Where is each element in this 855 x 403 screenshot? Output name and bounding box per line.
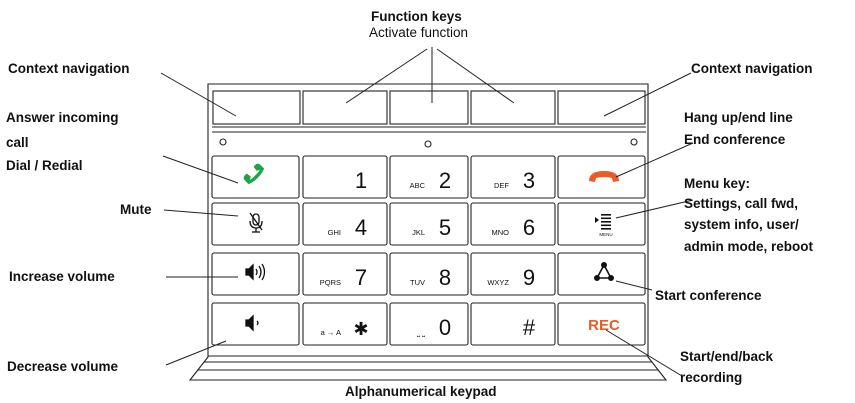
rec-label: REC [588, 317, 620, 334]
key-hash-digit: # [523, 315, 536, 340]
function-key-2[interactable] [389, 90, 469, 125]
key-k2-letters: ABC [410, 181, 426, 190]
volume-up-icon [245, 263, 266, 281]
key-k0-digit: 0 [439, 315, 451, 340]
hangup-phone-icon [589, 171, 619, 182]
key-k2[interactable] [389, 155, 469, 199]
menu-key-label-2: Settings, call fwd, [684, 196, 799, 211]
menu-key-label-3: system info, user/ [684, 217, 799, 232]
key-k1-digit: 1 [355, 168, 367, 193]
key-k1[interactable] [302, 155, 388, 199]
context-nav-left-key[interactable] [212, 90, 301, 125]
conference-icon [594, 262, 615, 282]
recording-label-1: Start/end/back [680, 349, 774, 364]
key-k4-digit: 4 [355, 215, 367, 240]
recording-label-2: recording [680, 370, 743, 385]
function-keys-title: Function keys [371, 9, 462, 24]
rec-key[interactable] [557, 302, 646, 346]
key-star-letters: a → A [321, 328, 341, 337]
function-key-1[interactable] [302, 90, 388, 125]
volume-down-key[interactable] [211, 302, 300, 346]
activate-function-label: Activate function [369, 25, 469, 40]
mute-key[interactable] [211, 202, 300, 246]
context-nav-right-label: Context navigation [691, 61, 813, 76]
key-k2-digit: 2 [439, 168, 451, 193]
context-nav-right-key[interactable] [557, 90, 646, 125]
dial-redial-label: Dial / Redial [6, 158, 83, 173]
key-k6[interactable] [470, 202, 556, 246]
menu-key-label-1: Menu key: [684, 176, 751, 191]
answer-call-label-1: Answer incoming [6, 110, 119, 125]
key-k0-letters: ⎵ ⎵ [417, 328, 426, 337]
key-k0[interactable] [389, 302, 469, 346]
start-conference-label: Start conference [655, 288, 762, 303]
menu-small-label: MENU [599, 232, 612, 237]
key-k9-digit: 9 [523, 265, 535, 290]
menu-key-label-4: admin mode, reboot [684, 239, 814, 254]
volume-up-key[interactable] [211, 252, 300, 296]
volume-down-icon [245, 314, 259, 332]
indicator-led-center [424, 140, 432, 148]
leader-lines [160, 47, 694, 377]
function-key-3[interactable] [470, 90, 556, 125]
key-k5-letters: JKL [412, 228, 425, 237]
end-conference-label: End conference [684, 132, 786, 147]
increase-volume-label: Increase volume [9, 269, 115, 284]
alphanumeric-keypad-label: Alphanumerical keypad [345, 384, 497, 399]
indicator-led-right [630, 138, 638, 146]
key-k5[interactable] [389, 202, 469, 246]
key-k4-letters: GHI [328, 228, 341, 237]
answer-key[interactable] [211, 155, 300, 199]
menu-icon: MENU [595, 214, 613, 237]
key-hash[interactable] [470, 302, 556, 346]
key-k3-letters: DEF [494, 181, 509, 190]
key-k7-digit: 7 [355, 265, 367, 290]
key-k5-digit: 5 [439, 215, 451, 240]
menu-key[interactable] [557, 202, 646, 246]
answer-phone-icon [243, 163, 265, 185]
hang-up-label: Hang up/end line [684, 110, 793, 125]
key-k6-letters: MNO [492, 228, 510, 237]
key-k8[interactable] [389, 252, 469, 296]
key-k9[interactable] [470, 252, 556, 296]
key-k7[interactable] [302, 252, 388, 296]
key-k8-digit: 8 [439, 265, 451, 290]
indicator-led-left [219, 138, 227, 146]
mute-label: Mute [120, 202, 152, 217]
key-k8-letters: TUV [410, 278, 425, 287]
key-star-digit: ✱ [353, 319, 368, 339]
keypad-outline [188, 83, 668, 381]
context-nav-left-label: Context navigation [8, 61, 130, 76]
key-k9-letters: WXYZ [487, 278, 509, 287]
hangup-key[interactable] [557, 155, 646, 199]
key-star[interactable] [302, 302, 388, 346]
key-k6-digit: 6 [523, 215, 535, 240]
answer-call-label-2: call [6, 135, 29, 150]
conference-key[interactable] [557, 252, 646, 296]
mute-mic-icon [249, 212, 263, 233]
key-k3[interactable] [470, 155, 556, 199]
key-k3-digit: 3 [523, 168, 535, 193]
decrease-volume-label: Decrease volume [7, 359, 119, 374]
key-k4[interactable] [302, 202, 388, 246]
key-k7-letters: PQRS [320, 278, 341, 287]
